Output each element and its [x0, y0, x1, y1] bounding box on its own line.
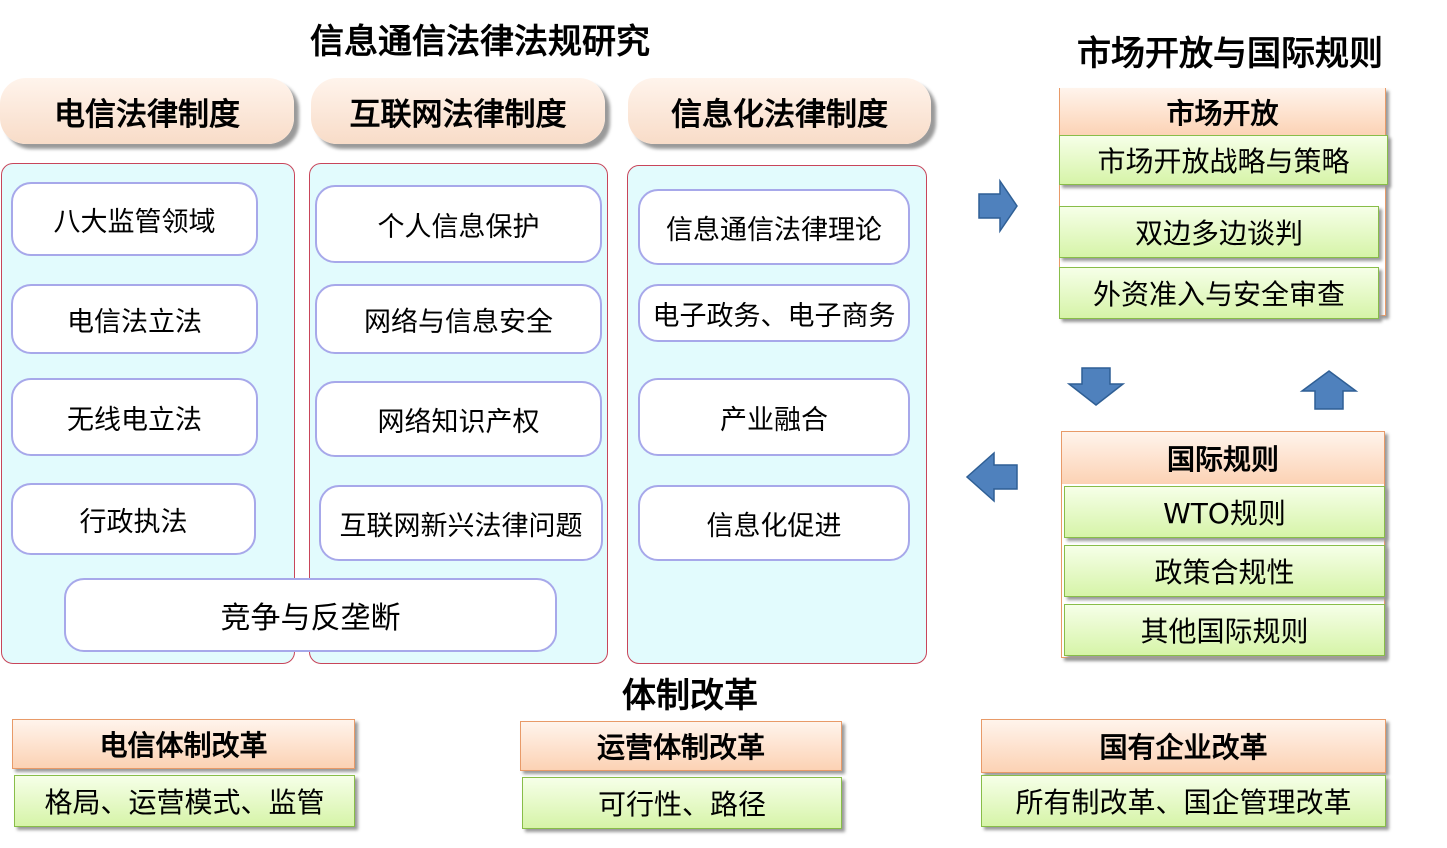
- column-header-telecom: 电信法律制度: [0, 78, 294, 144]
- arrow-down-icon: [1066, 367, 1126, 406]
- informatization-item: 电子政务、电子商务: [638, 284, 910, 342]
- intl-item: 其他国际规则: [1064, 604, 1385, 656]
- reform-detail: 可行性、路径: [522, 777, 842, 829]
- column-header-informatization: 信息化法律制度: [628, 78, 931, 144]
- internet-item: 网络知识产权: [315, 381, 602, 457]
- market-item: 外资准入与安全审查: [1059, 267, 1379, 319]
- right-title: 市场开放与国际规则: [1077, 34, 1383, 74]
- intl-header: 国际规则: [1062, 432, 1384, 484]
- shared-item: 竞争与反垄断: [64, 578, 557, 652]
- telecom-item: 电信法立法: [11, 284, 258, 354]
- intl-item: 政策合规性: [1064, 545, 1385, 597]
- reform-header: 运营体制改革: [520, 721, 842, 771]
- internet-item: 互联网新兴法律问题: [319, 485, 603, 561]
- reform-detail: 所有制改革、国企管理改革: [981, 775, 1386, 827]
- informatization-item: 产业融合: [638, 378, 910, 456]
- telecom-item: 行政执法: [11, 483, 256, 555]
- telecom-item: 八大监管领域: [11, 182, 258, 256]
- arrow-right-icon: [978, 178, 1018, 234]
- arrow-up-icon: [1299, 370, 1359, 410]
- reform-title: 体制改革: [622, 676, 758, 716]
- reform-detail: 格局、运营模式、监管: [14, 775, 355, 827]
- column-header-internet: 互联网法律制度: [311, 78, 605, 144]
- left-title: 信息通信法律法规研究: [310, 22, 650, 62]
- internet-item: 网络与信息安全: [315, 284, 602, 354]
- informatization-item: 信息化促进: [638, 485, 910, 561]
- reform-header: 国有企业改革: [981, 719, 1386, 773]
- internet-item: 个人信息保护: [315, 185, 602, 263]
- informatization-item: 信息通信法律理论: [638, 189, 910, 265]
- telecom-item: 无线电立法: [11, 378, 258, 456]
- market-item: 双边多边谈判: [1059, 206, 1379, 258]
- intl-item: WTO规则: [1064, 486, 1385, 538]
- market-header: 市场开放: [1060, 88, 1385, 136]
- arrow-left-icon: [965, 451, 1018, 503]
- reform-header: 电信体制改革: [12, 719, 355, 769]
- market-item: 市场开放战略与策略: [1059, 135, 1388, 185]
